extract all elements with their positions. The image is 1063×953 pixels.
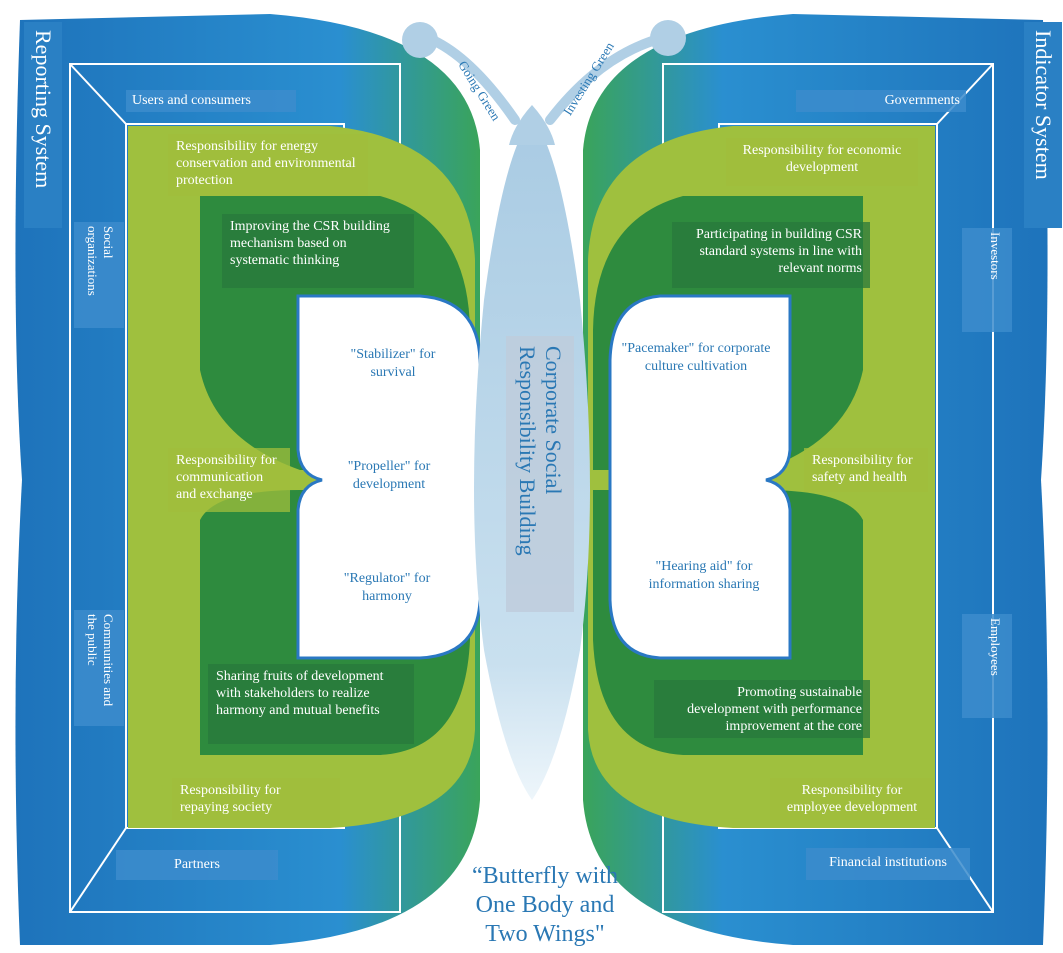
antenna-left-tip (402, 22, 438, 58)
responsibility-economic: Responsibility for economic development (726, 138, 918, 186)
antenna-right-tip (650, 20, 686, 56)
right-wing-inner-white (608, 294, 792, 660)
stakeholder-employees: Employees (962, 614, 1012, 718)
reporting-system-title: Reporting System (24, 22, 62, 228)
stakeholder-financial: Financial institutions (806, 848, 970, 880)
stakeholder-partners: Partners (116, 850, 278, 880)
stakeholder-social: Social organizations (74, 222, 124, 328)
responsibility-communication: Responsibility for communication and exc… (168, 448, 290, 512)
responsibility-employee-development: Responsibility for employee development (770, 778, 934, 820)
mechanism-sharing: Sharing fruits of development with stake… (208, 664, 414, 744)
caption-line-1: “Butterfly with (472, 863, 618, 889)
responsibility-safety: Responsibility for safety and health (804, 448, 928, 492)
caption-line-3: Two Wings" (485, 921, 605, 947)
mechanism-improving: Improving the CSR building mechanism bas… (222, 214, 414, 288)
butterfly-head (509, 105, 555, 145)
responsibility-repaying: Responsibility for repaying society (172, 778, 340, 820)
caption-line-2: One Body and (475, 892, 615, 918)
antenna-right (545, 33, 667, 125)
left-wing-inner-white (296, 294, 482, 660)
responsibility-energy: Responsibility for energy conservation a… (168, 134, 368, 196)
role-regulator: "Regulator" for harmony (343, 571, 431, 604)
role-propeller: "Propeller" for development (347, 459, 431, 492)
caption: “Butterfly with One Body and Two Wings" (440, 862, 650, 949)
center-title: Corporate Social Responsibility Building (506, 336, 574, 612)
mechanism-promoting: Promoting sustainable development with p… (654, 680, 870, 738)
role-pacemaker: "Pacemaker" for corporate culture cultiv… (621, 341, 771, 374)
stakeholder-users: Users and consumers (126, 90, 296, 112)
role-hearing-aid: "Hearing aid" for information sharing (648, 559, 760, 592)
stakeholder-communities: Communities and the public (74, 610, 124, 726)
stakeholder-investors: Investors (962, 228, 1012, 332)
role-stabilizer: "Stabilizer" for survival (350, 347, 436, 380)
stakeholder-governments: Governments (796, 90, 966, 112)
indicator-system-title: Indicator System (1024, 22, 1062, 228)
mechanism-participating: Participating in building CSR standard s… (672, 222, 870, 288)
